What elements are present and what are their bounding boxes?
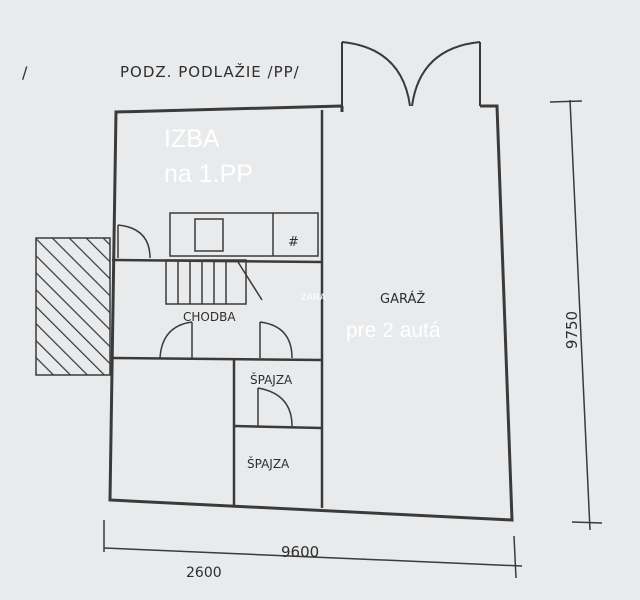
terrace-hatched — [35, 237, 111, 376]
room-label-pantry-upper: ŠPAJZA — [250, 372, 293, 387]
watermark-logo: ZARA — [301, 292, 326, 302]
interior-doors — [117, 224, 293, 427]
overlay-izba: IZBA — [164, 125, 220, 153]
dimension-width: 9600 — [281, 543, 319, 561]
drawing-title: PODZ. PODLAŽIE /PP/ — [120, 62, 300, 81]
outer-walls — [108, 104, 514, 522]
garage-double-door — [341, 41, 481, 107]
fixture-mark: # — [288, 235, 299, 250]
room-label-pantry-lower: ŠPAJZA — [247, 456, 290, 471]
left-mark: / — [22, 63, 28, 82]
interior-walls — [111, 110, 324, 508]
overlay-garage-note: pre 2 autá — [346, 319, 441, 342]
room-label-corridor: CHODBA — [183, 310, 236, 324]
dimension-depth: 9750 — [563, 311, 581, 349]
stairs — [165, 259, 263, 305]
dimension-partial: 2600 — [186, 565, 222, 581]
room-label-garage: GARÁŽ — [380, 291, 425, 307]
kitchen-counter — [169, 212, 319, 257]
overlay-floor: na 1.PP — [164, 160, 253, 188]
dimension-lines — [103, 99, 603, 579]
